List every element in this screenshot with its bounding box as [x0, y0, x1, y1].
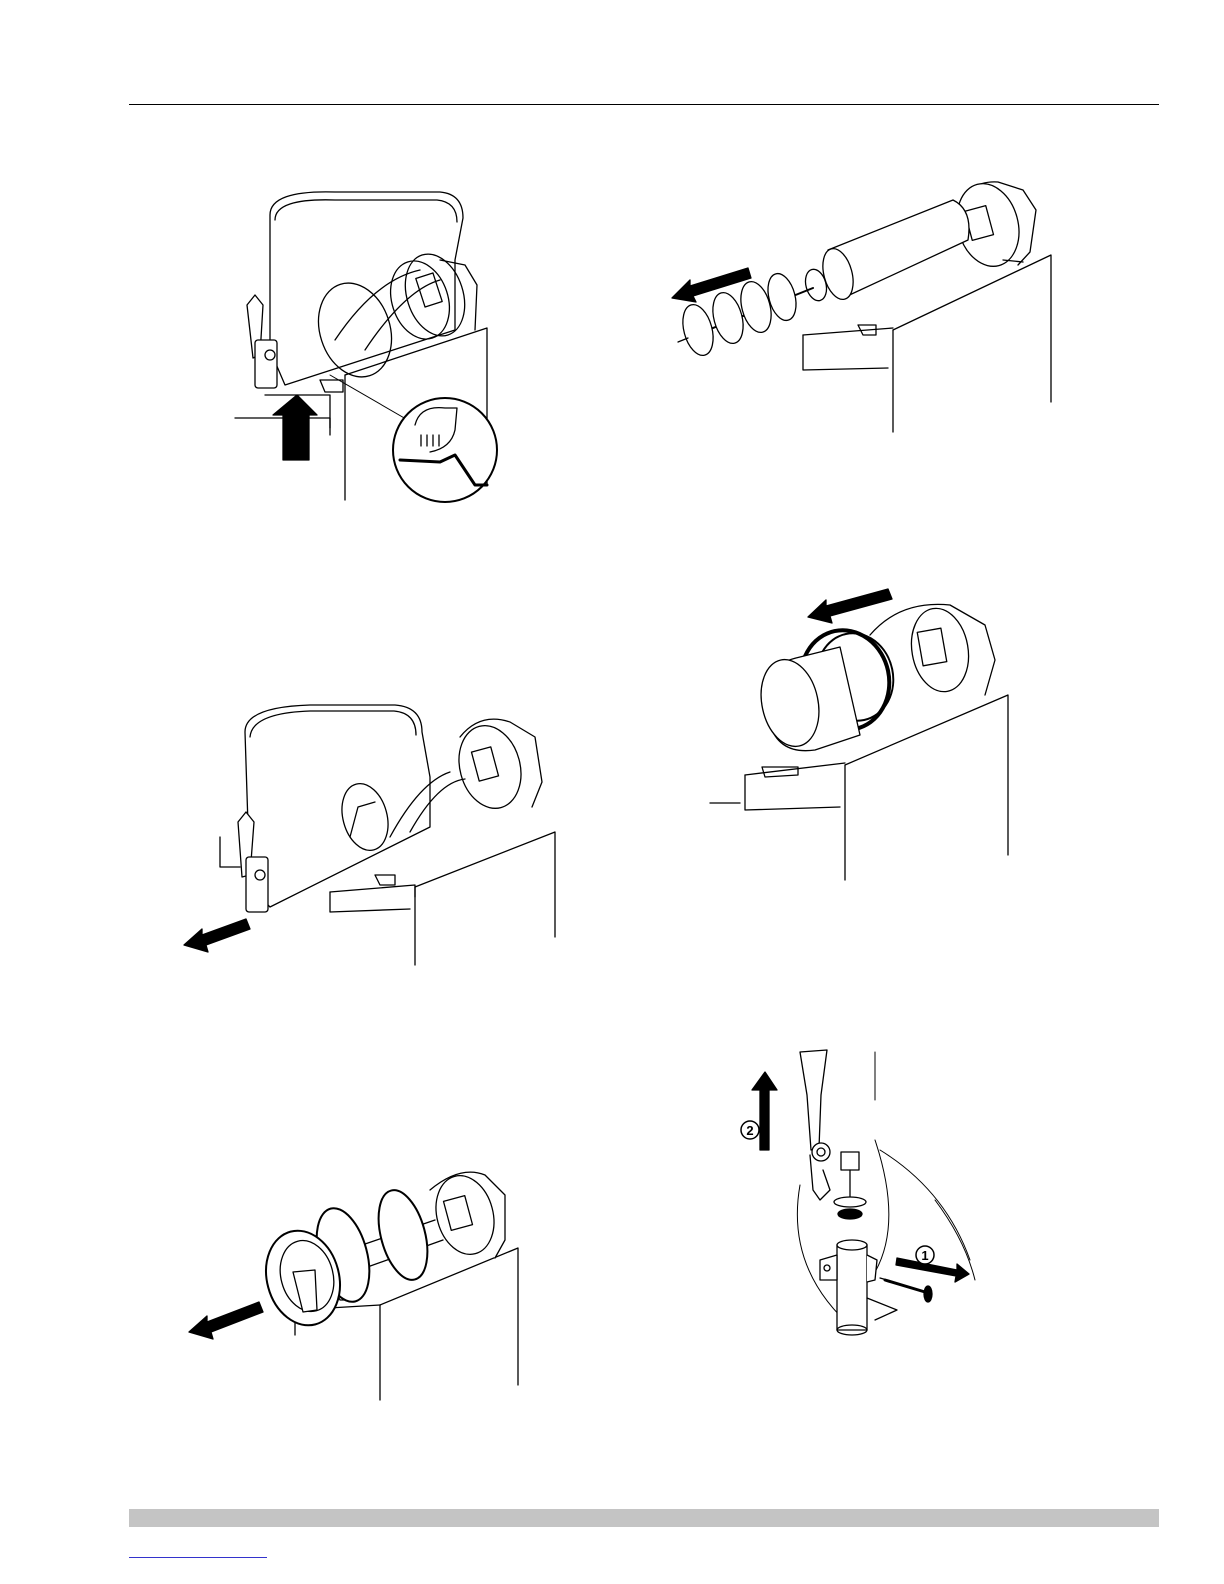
- arrow-left-icon: [808, 589, 892, 623]
- arrow-up-icon: [752, 1072, 777, 1150]
- arrow-left-icon: [189, 1302, 263, 1339]
- header-rule: [129, 104, 1159, 105]
- callout-1: 1: [916, 1246, 934, 1264]
- arrow-up-icon: [273, 395, 317, 460]
- figure-remove-bowl-auger: [185, 1160, 525, 1400]
- machine-cabinet: [710, 695, 1008, 880]
- bowl: [270, 192, 463, 387]
- callout-2: 2: [741, 1121, 759, 1139]
- figure-remove-gasket: [710, 585, 1015, 880]
- evaporator-cylinder: [802, 200, 969, 303]
- tap-plunger: [834, 1152, 866, 1219]
- figure-lift-bowl: [225, 180, 510, 510]
- tap-body: [820, 1240, 897, 1335]
- callout-1-label: 1: [921, 1248, 928, 1263]
- arrow-left-icon: [672, 268, 751, 302]
- arrow-right-icon: [896, 1258, 969, 1282]
- auger: [256, 1185, 443, 1334]
- evaporator-cylinder: [753, 647, 860, 752]
- footer-bar: [129, 1509, 1159, 1527]
- detail-callout: [393, 398, 497, 502]
- tap-pin: [880, 1278, 932, 1302]
- drive-housing: [450, 719, 542, 816]
- bowl: [245, 705, 465, 907]
- figure-disassemble-tap: 2 1: [725, 1040, 1005, 1340]
- callout-2-label: 2: [746, 1123, 753, 1138]
- footer-link-underline[interactable]: [129, 1557, 267, 1558]
- drive-housing: [428, 1169, 505, 1261]
- tap-lever: [800, 1050, 830, 1200]
- figure-slide-bowl: [180, 697, 560, 965]
- figure-remove-auger: [668, 170, 1060, 432]
- arrow-left-icon: [184, 919, 250, 952]
